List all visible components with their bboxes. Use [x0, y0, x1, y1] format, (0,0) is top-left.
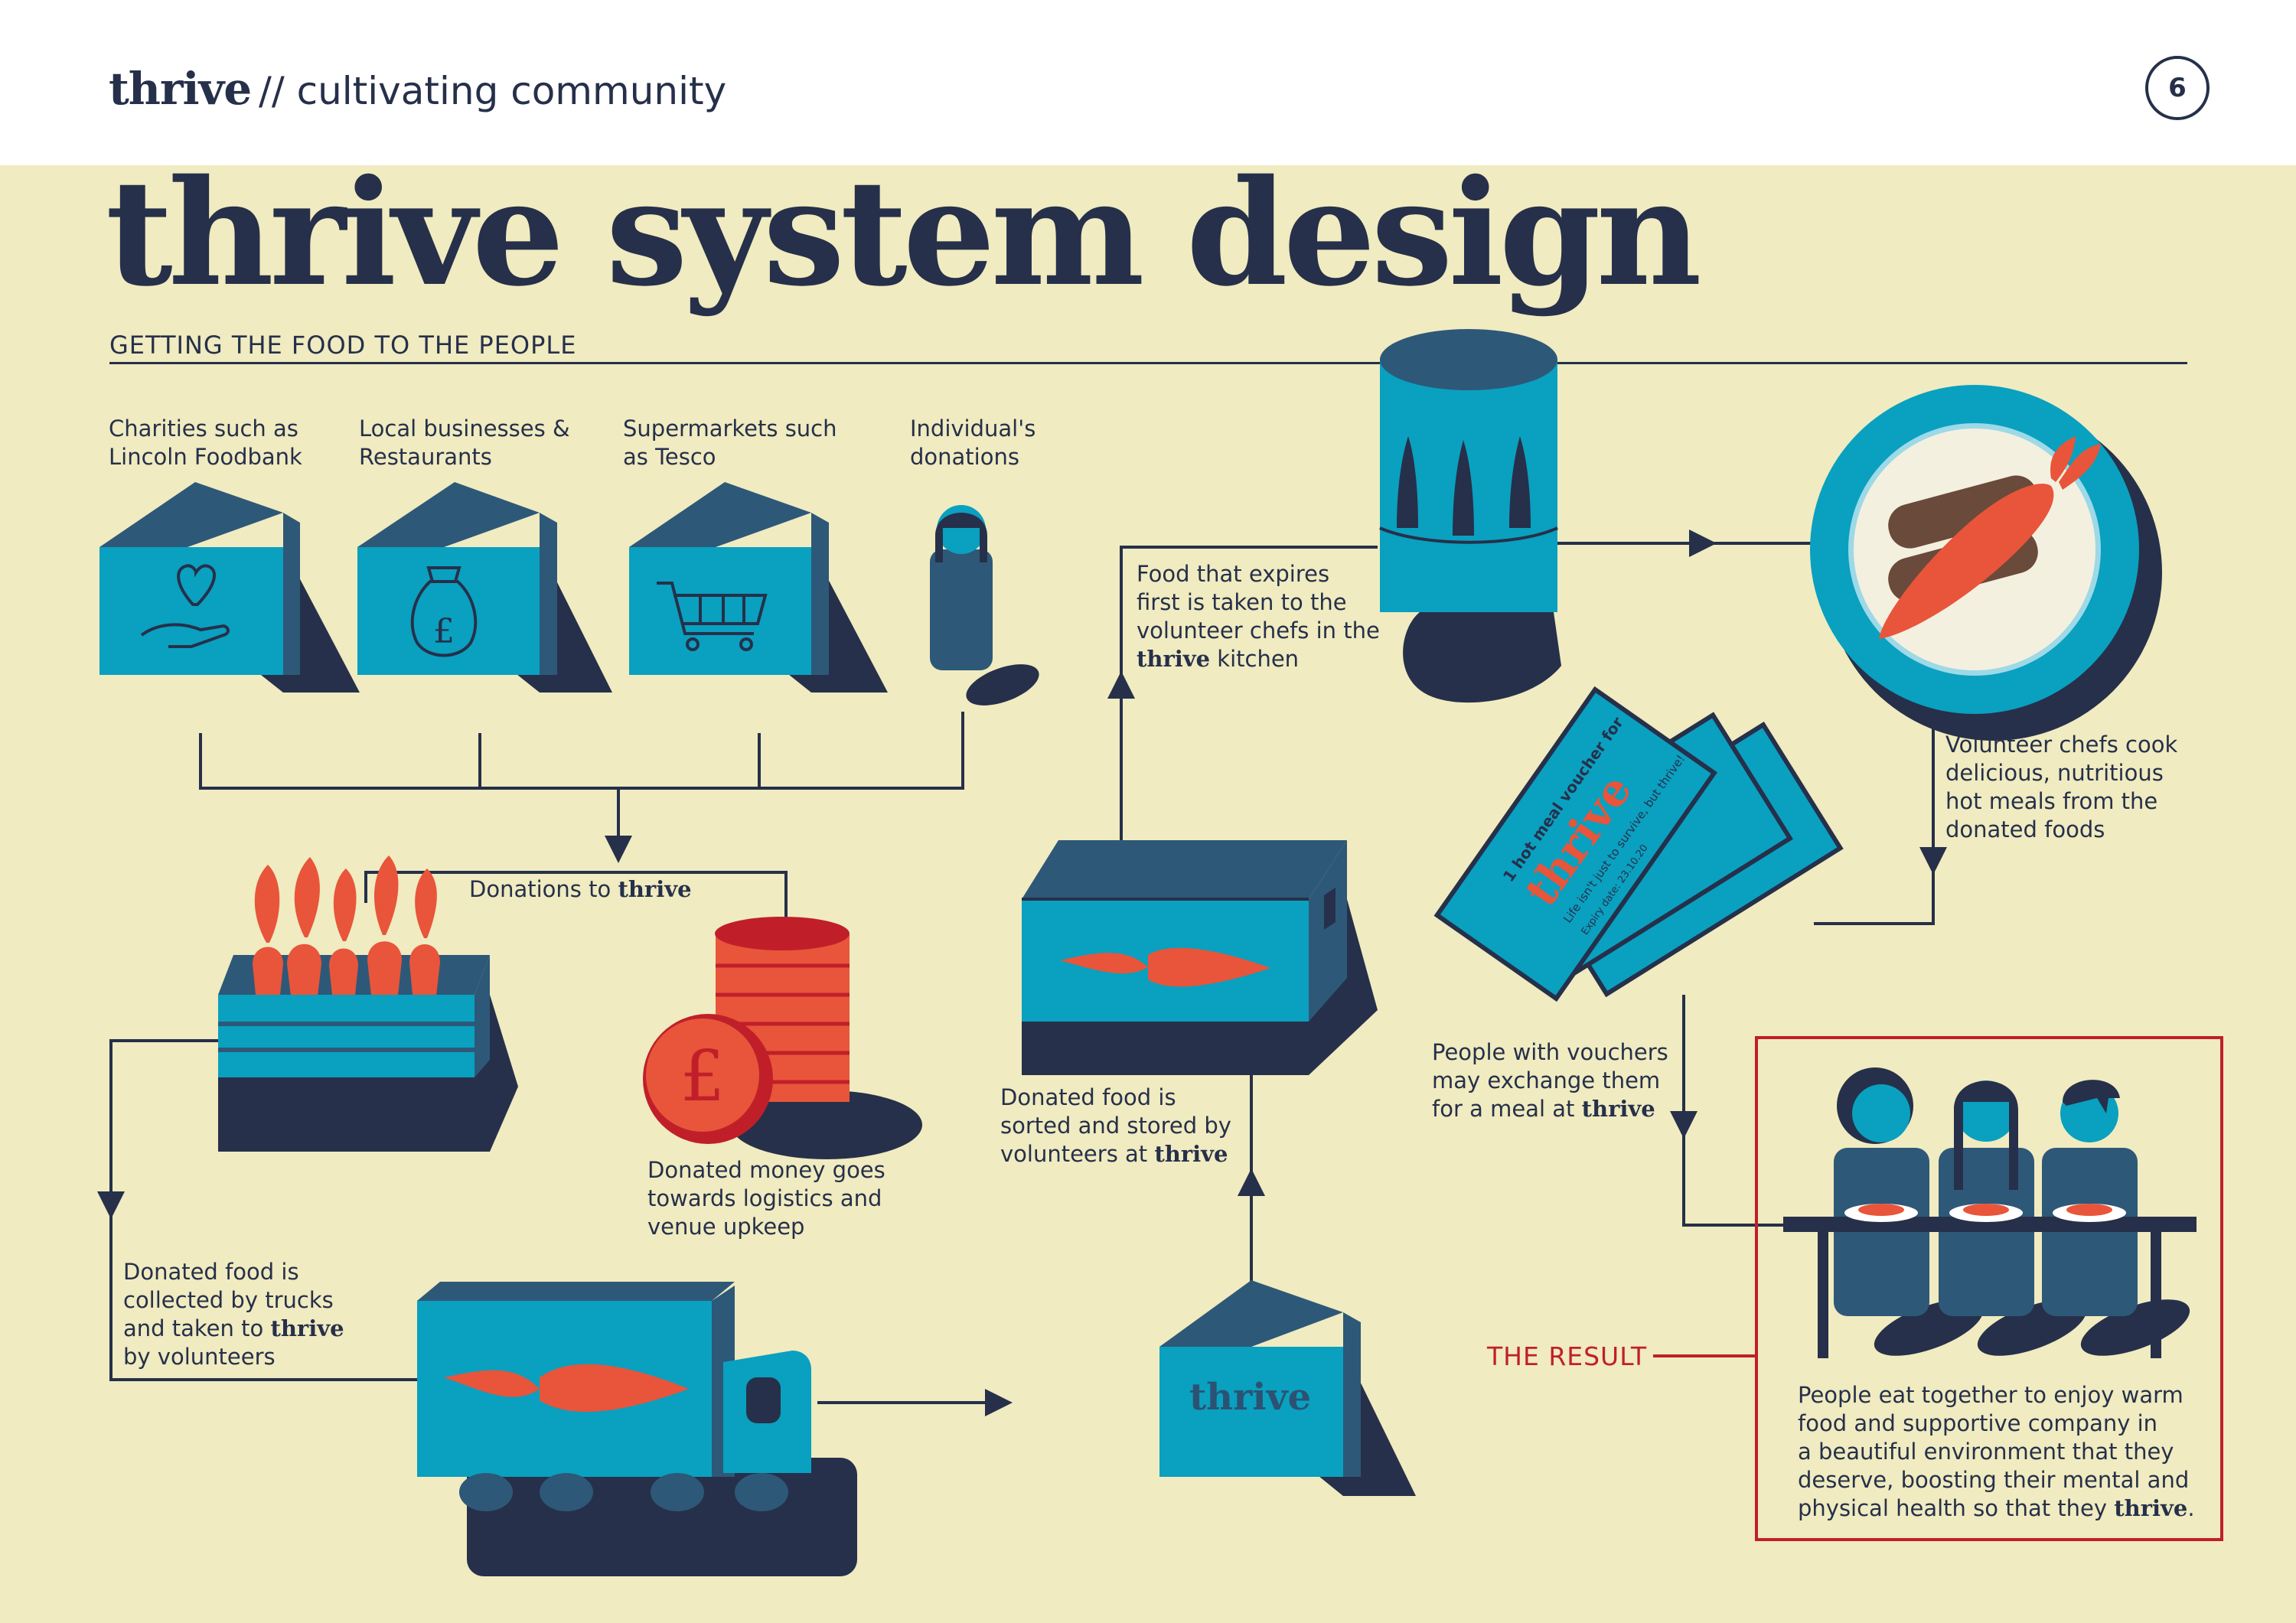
pound-icon: £ — [680, 1035, 726, 1117]
individual-figure — [930, 505, 1039, 706]
source-label-supermarkets: Supermarkets such as Tesco — [623, 416, 837, 470]
delivery-truck — [417, 1282, 857, 1576]
brand-logo: thrive — [109, 63, 252, 115]
source-label-businesses: Local businesses & Restaurants — [359, 416, 570, 470]
dining-people — [1783, 1067, 2197, 1358]
carrot-icon — [1060, 947, 1270, 987]
crate-to-truck-arrow-a — [97, 1039, 218, 1219]
header-bar: thrive // cultivating community 6 — [0, 0, 2296, 165]
knife-icons — [1397, 436, 1531, 536]
carrot-garnish-icon — [1879, 436, 2101, 639]
kitchen-cylinder — [1379, 329, 1561, 703]
header-subtitle: // cultivating community — [259, 69, 727, 113]
heart-hand-icon — [140, 564, 230, 648]
page-number-badge: 6 — [2145, 56, 2210, 120]
charity-building — [99, 482, 360, 693]
supermarket-building — [629, 482, 888, 693]
carrot-crate — [218, 855, 518, 1152]
expires-label: Food that expires first is taken to the … — [1137, 561, 1380, 672]
source-label-individuals: Individual's donations — [910, 416, 1036, 470]
result-label: THE RESULT — [1487, 1341, 1648, 1371]
storage-chest — [1022, 840, 1378, 1075]
business-building: £ — [357, 482, 612, 693]
crate-to-truck-arrow-b — [109, 1201, 417, 1381]
meal-plate — [1810, 385, 2162, 741]
meal-plates — [1844, 1204, 2126, 1222]
section-divider — [109, 362, 2187, 364]
flow-connectors — [97, 530, 1947, 1416]
svg-text:£: £ — [433, 612, 455, 651]
collected-label: Donated food is collected by trucks and … — [123, 1259, 344, 1370]
thrive-store-building — [1159, 1280, 1416, 1496]
donations-label: Donations to thrive — [469, 876, 692, 902]
donations-split-line — [364, 871, 788, 918]
chefs-label: Volunteer chefs cook delicious, nutritio… — [1945, 732, 2178, 842]
carrot-bunch-icon — [253, 855, 440, 1002]
coin-stack: £ — [643, 917, 922, 1159]
source-label-charities: Charities such as Lincoln Foodbank — [109, 416, 302, 470]
money-bag-icon: £ — [410, 566, 478, 657]
sorted-label: Donated food is sorted and stored by vol… — [1000, 1084, 1231, 1167]
voucher-stack: 1 hot meal voucher for thrive Life isn't… — [1433, 686, 1844, 1002]
carrot-icon — [444, 1364, 689, 1412]
page-title: thrive system design — [106, 148, 1702, 318]
shopping-cart-icon — [657, 582, 768, 651]
source-collector-line — [199, 712, 964, 790]
result-text: People eat together to enjoy warm food a… — [1798, 1382, 2195, 1521]
store-brand-label: thrive — [1189, 1376, 1312, 1419]
vouchers-label: People with vouchers may exchange them f… — [1432, 1039, 1668, 1122]
result-box — [1755, 1036, 2223, 1541]
donated-money-label: Donated money goes towards logistics and… — [647, 1157, 885, 1240]
section-heading: GETTING THE FOOD TO THE PEOPLE — [109, 331, 577, 360]
truck-wheels — [459, 1473, 788, 1511]
